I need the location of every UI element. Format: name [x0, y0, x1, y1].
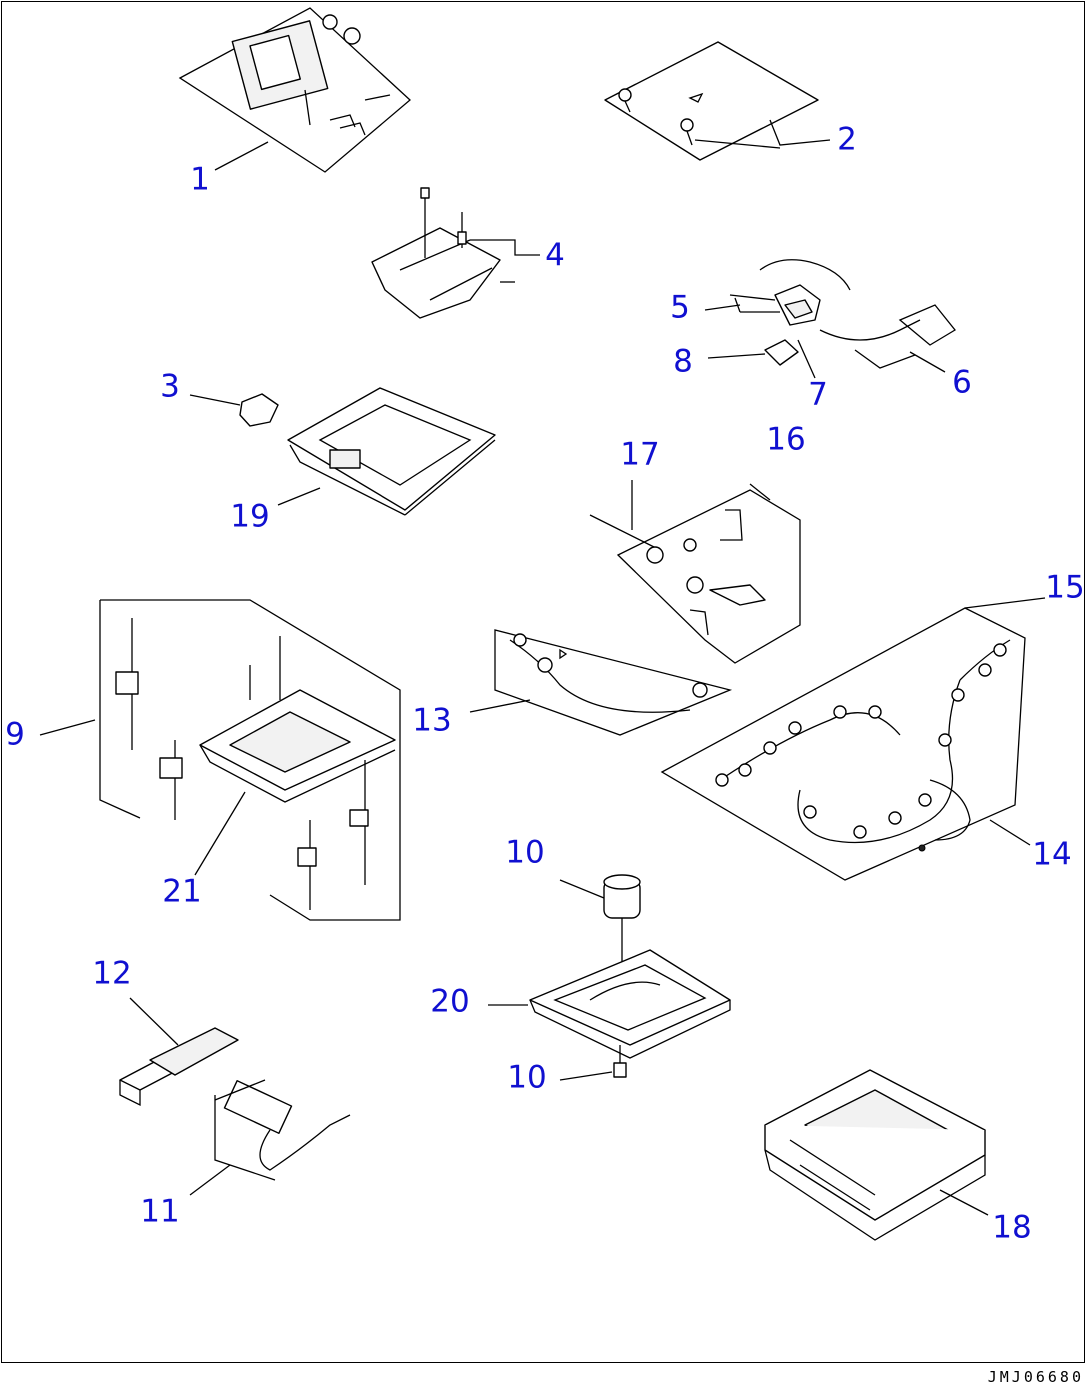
part-12-drawing: [119, 997, 239, 1107]
callout-14[interactable]: 14: [1032, 836, 1072, 873]
callout-5[interactable]: 5: [670, 289, 690, 326]
part-4-drawing: [371, 187, 540, 319]
parts-10-20-drawing: [488, 874, 731, 1081]
parts-14-15-drawing: [660, 597, 1046, 881]
callout-9[interactable]: 9: [5, 716, 25, 753]
callout-4[interactable]: 4: [545, 237, 565, 274]
callout-1[interactable]: 1: [190, 161, 210, 198]
callout-16[interactable]: 16: [766, 421, 806, 458]
parts-16-17-drawing: [589, 480, 801, 664]
callout-10-bottom[interactable]: 10: [507, 1059, 547, 1096]
parts-5-8-drawing: [704, 259, 956, 379]
callout-17[interactable]: 17: [620, 436, 660, 473]
part-13-drawing: [469, 629, 733, 736]
callout-12[interactable]: 12: [92, 955, 132, 992]
part-1-drawing: [178, 7, 411, 173]
diagram-border: [1, 1, 1085, 1363]
callout-8[interactable]: 8: [673, 343, 693, 380]
callout-18[interactable]: 18: [992, 1209, 1032, 1246]
parts-9-21-drawing: [39, 599, 401, 921]
drawing-code: JMJ06680: [987, 1368, 1084, 1386]
part-2-drawing: [604, 41, 831, 161]
callout-6[interactable]: 6: [952, 364, 972, 401]
part-3-drawing: [189, 393, 279, 427]
part-11-drawing: [189, 1079, 351, 1196]
callout-21[interactable]: 21: [162, 873, 202, 910]
callout-13[interactable]: 13: [412, 702, 452, 739]
callout-11[interactable]: 11: [140, 1193, 180, 1230]
callout-20[interactable]: 20: [430, 983, 470, 1020]
callout-7[interactable]: 7: [808, 376, 828, 413]
callout-3[interactable]: 3: [160, 368, 180, 405]
part-19-drawing: [277, 387, 496, 516]
part-18-drawing: [764, 1069, 989, 1241]
callout-15[interactable]: 15: [1045, 569, 1085, 606]
callout-10-top[interactable]: 10: [505, 834, 545, 871]
callout-2[interactable]: 2: [837, 121, 857, 158]
callout-19[interactable]: 19: [230, 498, 270, 535]
